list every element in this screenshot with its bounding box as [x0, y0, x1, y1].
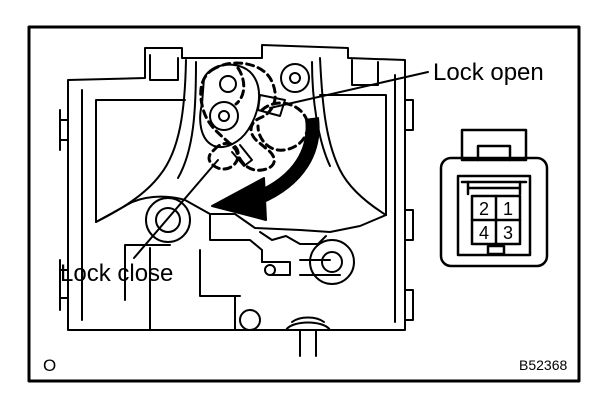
- connector-housing: [439, 128, 549, 268]
- connector-pin-2: 2: [479, 199, 489, 219]
- lock-close-leader-line: [133, 159, 219, 259]
- lock-close-label: Lock close: [60, 260, 174, 287]
- connector-pin-4: 4: [479, 223, 489, 243]
- corner-mark: O: [43, 356, 57, 375]
- lock-assembly: [59, 44, 414, 357]
- figure-code: B52368: [519, 357, 568, 373]
- lock-open-leader-line: [269, 71, 429, 109]
- connector-pins: 2 1 4 3: [479, 199, 513, 243]
- lock-direction-arrow: [211, 117, 320, 221]
- figure-border: [27, 25, 581, 383]
- connector-pin-1: 1: [503, 199, 513, 219]
- lock-open-label: Lock open: [433, 59, 544, 86]
- connector-pin-3: 3: [503, 223, 513, 243]
